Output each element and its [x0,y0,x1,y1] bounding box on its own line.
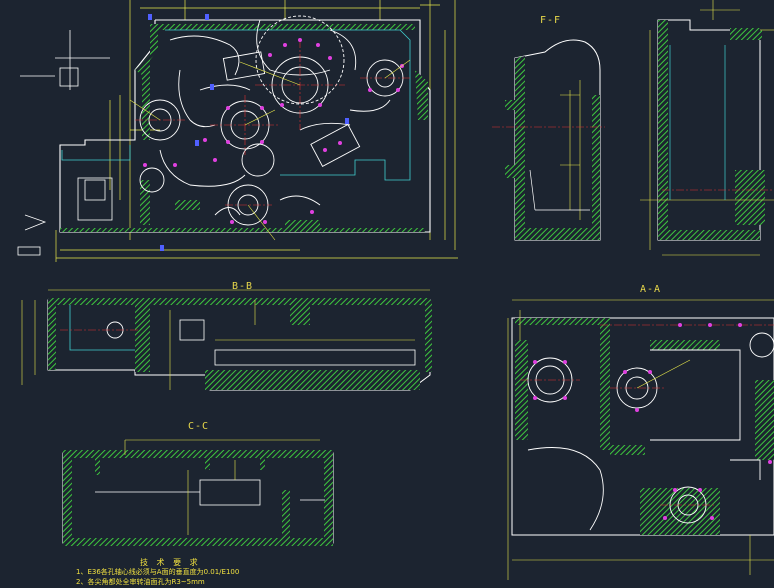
view-label-b-b: B-B [232,281,254,292]
tech-notes-title: 技 术 要 求 [140,558,201,567]
section-b-b-view [21,289,432,391]
section-a-a-view [507,299,774,580]
view-label-c-c: C-C [188,421,210,432]
tech-note-1: 1、E36各孔轴心线必须与A面的垂直度为0.01/E100 [76,568,240,576]
section-c-c-view [62,439,334,546]
view-label-f-f: F-F [540,15,562,26]
tech-note-2: 2、各尖角都处全审转油面孔为R3~5mm [76,578,205,586]
right-side-view [640,0,774,256]
view-label-a-a: A-A [640,284,662,295]
main-front-view [17,0,458,262]
section-f-f-view [492,39,605,241]
